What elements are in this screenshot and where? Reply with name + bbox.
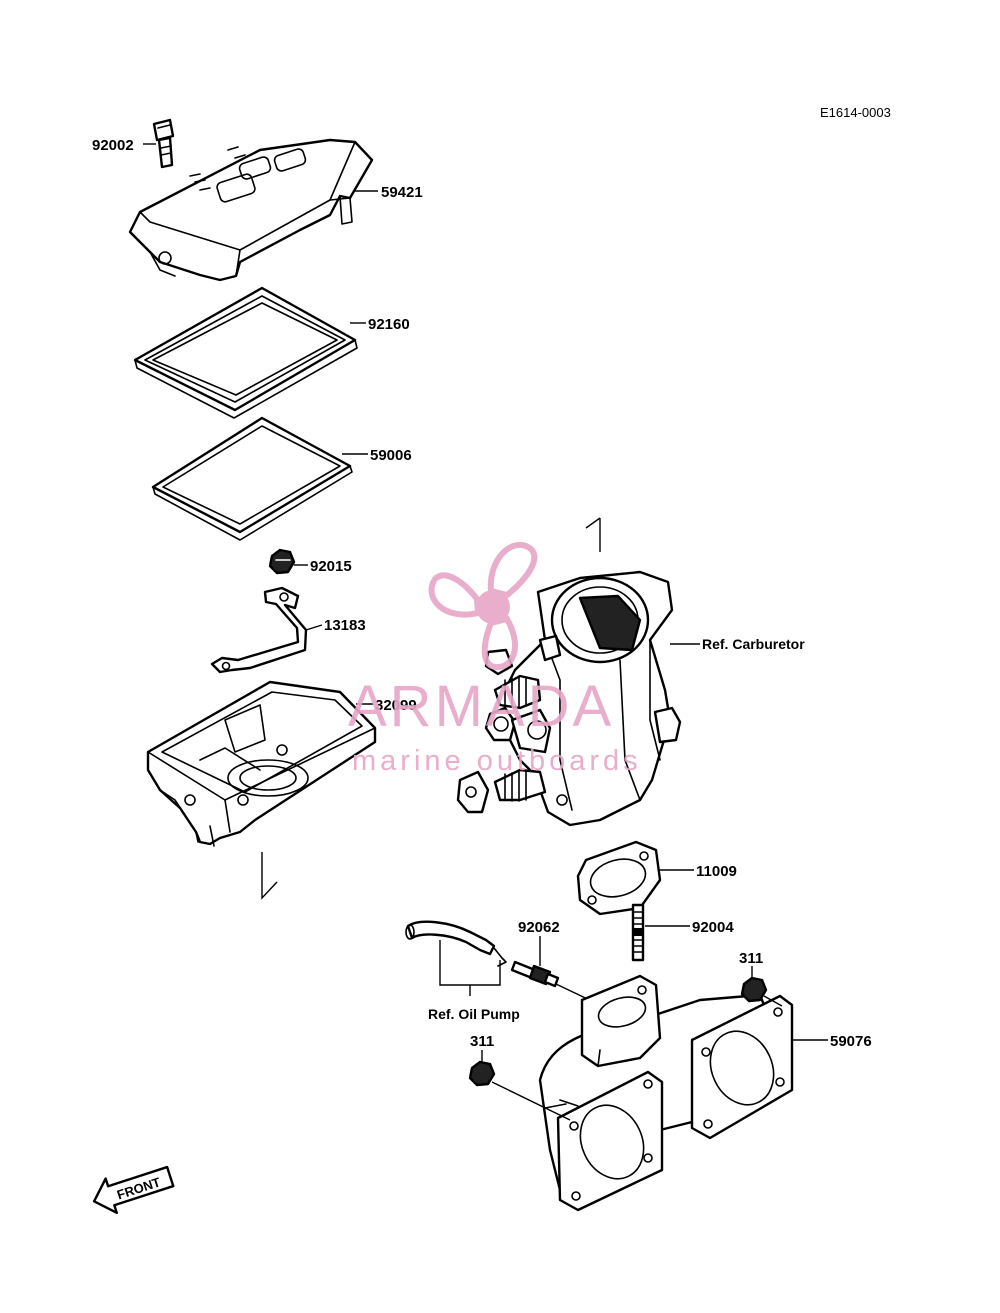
callout-92015: 92015 bbox=[310, 558, 352, 575]
bracket-13183 bbox=[210, 586, 308, 674]
intake-manifold-59076 bbox=[538, 974, 794, 1212]
callout-92002: 92002 bbox=[92, 137, 134, 154]
leader-92062 bbox=[539, 936, 599, 1005]
leader-311-left bbox=[481, 1050, 571, 1121]
nut-311-left bbox=[468, 1060, 496, 1087]
bolt-92002 bbox=[152, 118, 175, 169]
stud-92004 bbox=[631, 903, 645, 962]
watermark-brand: ARMADA bbox=[348, 674, 614, 739]
callout-92004: 92004 bbox=[692, 919, 734, 936]
watermark-tagline: marine outboards bbox=[352, 745, 642, 777]
fitting-92062 bbox=[510, 960, 560, 988]
air-cover-59421 bbox=[128, 138, 374, 282]
callout-311-right: 311 bbox=[739, 950, 763, 967]
leader-311-right bbox=[751, 966, 783, 1007]
diagram-id: E1614-0003 bbox=[820, 105, 891, 120]
callout-92160: 92160 bbox=[368, 316, 410, 333]
leader-13183 bbox=[305, 624, 323, 631]
ref-carburetor-label: Ref. Carburetor bbox=[702, 636, 805, 652]
front-arrow: FRONT bbox=[92, 1165, 175, 1215]
propeller-logo bbox=[428, 541, 538, 671]
assembly-mark-top bbox=[585, 517, 601, 552]
watermark: ARMADA marine outboards bbox=[348, 541, 642, 777]
callout-59421: 59421 bbox=[381, 184, 423, 201]
oil-pump-hose bbox=[405, 920, 507, 967]
air-case-32099 bbox=[146, 680, 377, 847]
callout-59006: 59006 bbox=[370, 447, 412, 464]
callout-13183: 13183 bbox=[324, 617, 366, 634]
callout-92062: 92062 bbox=[518, 919, 560, 936]
callout-59076: 59076 bbox=[830, 1033, 872, 1050]
gasket-92160 bbox=[133, 286, 358, 419]
nut-92015 bbox=[268, 548, 296, 575]
callout-32099: 32099 bbox=[375, 697, 417, 714]
nut-311-right bbox=[740, 976, 768, 1003]
assembly-mark-bottom bbox=[261, 852, 278, 900]
carburetor bbox=[456, 570, 682, 827]
leader-ref-oil-pump bbox=[439, 940, 501, 996]
ref-oil-pump-label: Ref. Oil Pump bbox=[428, 1006, 520, 1022]
callout-311-left: 311 bbox=[470, 1033, 494, 1050]
gasket-11009 bbox=[576, 840, 662, 916]
callout-11009: 11009 bbox=[696, 863, 737, 880]
filter-element-59006 bbox=[151, 416, 353, 541]
